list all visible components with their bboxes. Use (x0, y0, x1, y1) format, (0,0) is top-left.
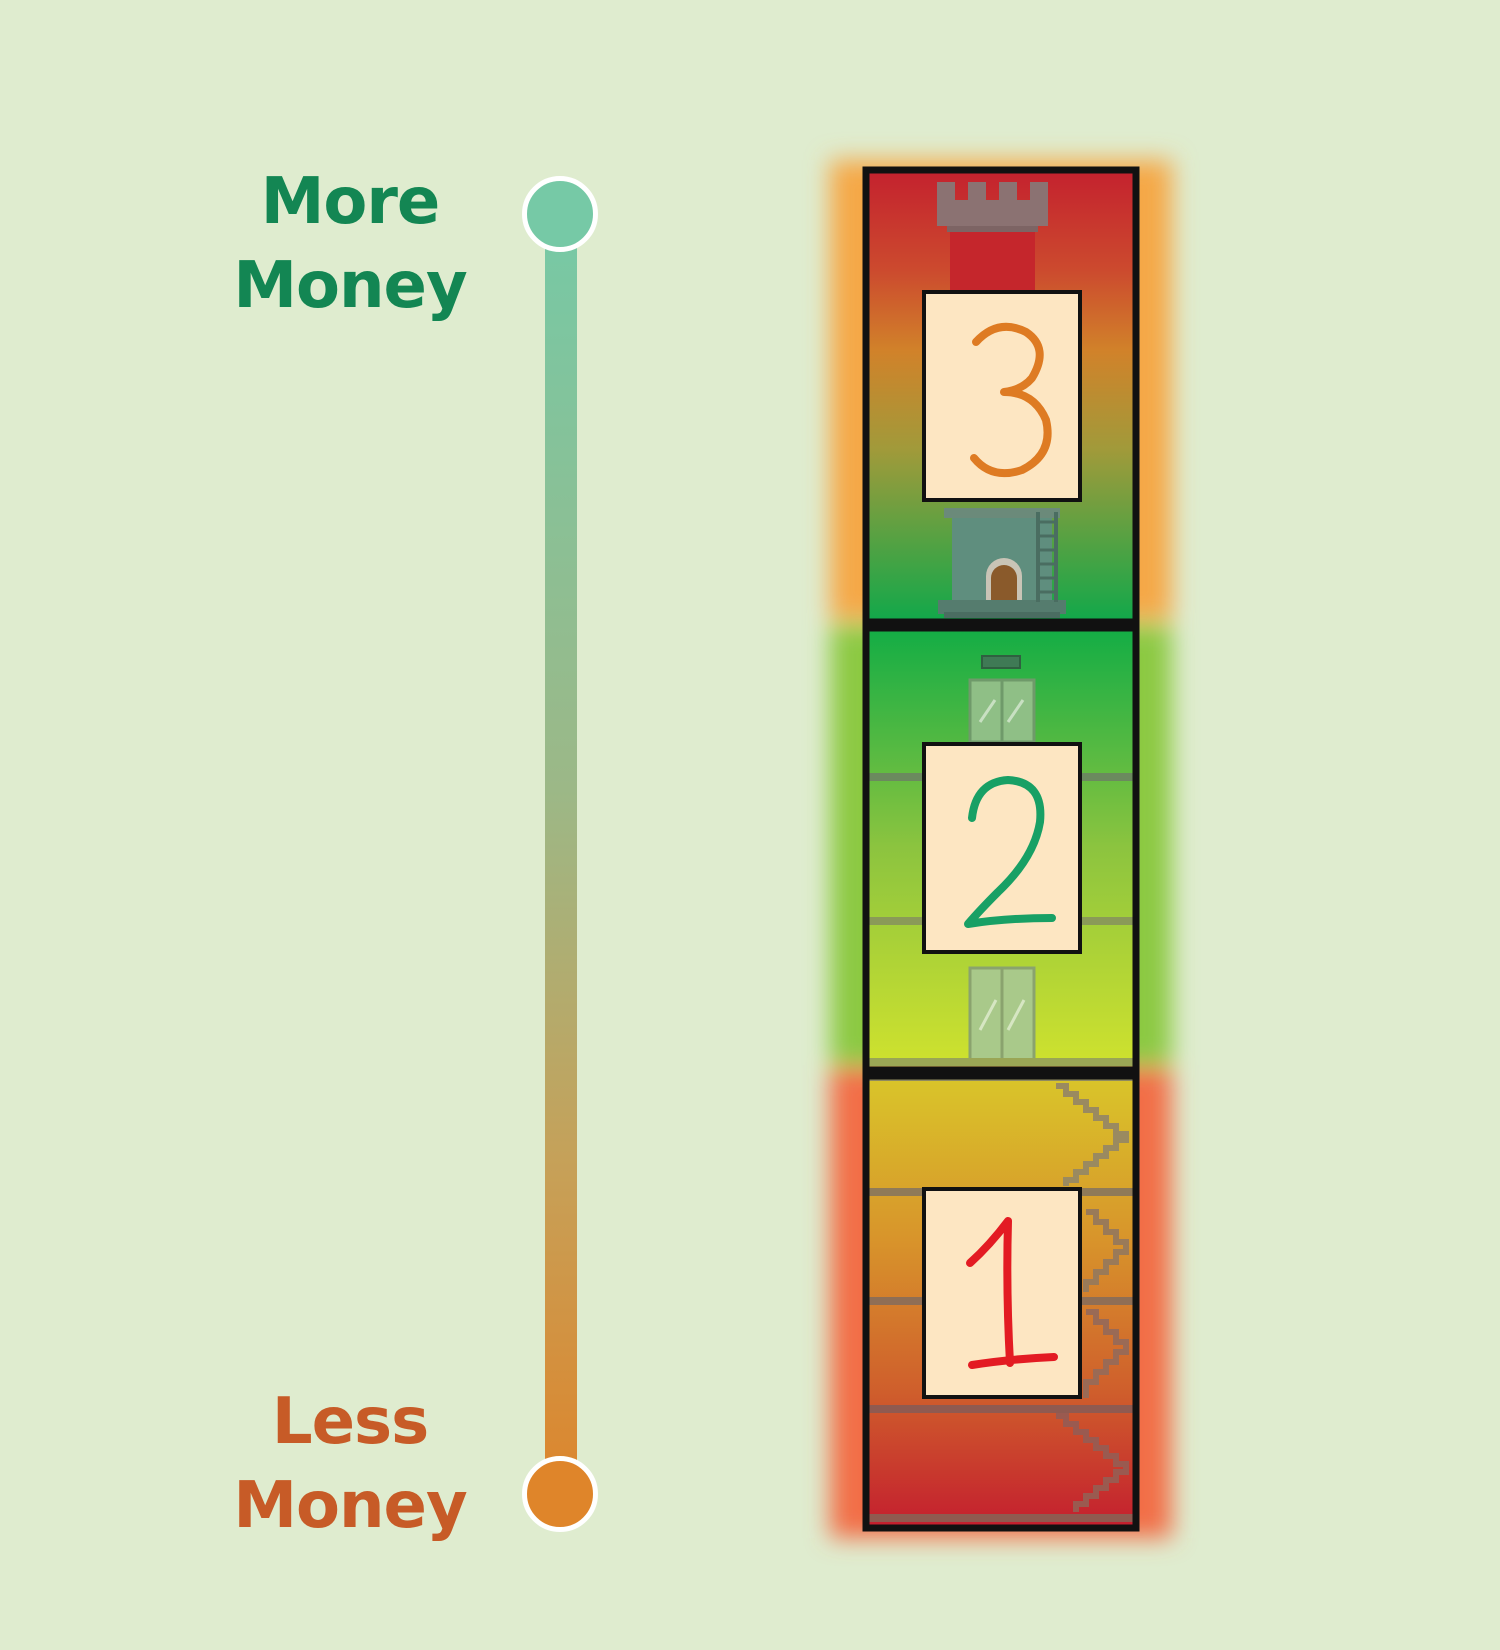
number-3-glyph (970, 322, 1052, 477)
floor-line (866, 1405, 1136, 1413)
door-icon (991, 565, 1017, 600)
less-money-label-line-2: Money (233, 1469, 467, 1543)
scale-top-dot (522, 176, 598, 252)
level-2-frame (862, 624, 1140, 1074)
ladder-icon (1036, 512, 1058, 602)
castle-tower-icon (937, 182, 1066, 618)
level-3-frame (862, 166, 1140, 626)
number-2-glyph (964, 776, 1056, 928)
level-2-card (922, 742, 1082, 954)
floor-line (866, 1514, 1136, 1522)
number-1-glyph (966, 1217, 1058, 1369)
more-money-label-line-2: Money (233, 249, 467, 323)
money-scale-bar (545, 214, 577, 1494)
level-3-card (922, 290, 1082, 502)
floor-line (866, 1058, 1136, 1066)
less-money-label: Less Money (190, 1380, 510, 1548)
level-1-card (922, 1187, 1082, 1399)
more-money-label-line-1: More (260, 165, 441, 239)
scale-bottom-dot (522, 1456, 598, 1532)
more-money-label: More Money (190, 160, 510, 328)
level-1-frame (862, 1072, 1140, 1532)
less-money-label-line-1: Less (271, 1385, 429, 1459)
